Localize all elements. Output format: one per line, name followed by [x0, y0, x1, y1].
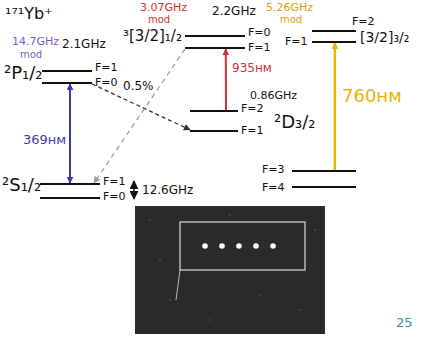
level-label: 25: [396, 316, 413, 330]
level-label: 2.2GHz: [212, 5, 256, 18]
transition-label: 760нм: [341, 86, 403, 106]
level-label: 12.6GHz: [142, 184, 193, 197]
hyperfine-label: F=1: [285, 36, 308, 48]
roi-frame: [180, 222, 305, 270]
energy-level: [3/2]₃/₂F=2F=1: [312, 30, 356, 43]
ion-chain: [202, 243, 276, 249]
transition-arrow: [69, 84, 71, 183]
term-symbol: ³[3/2]₁/₂: [123, 28, 182, 45]
level-label: 14.7GHz: [12, 36, 59, 48]
image-noise: [149, 214, 316, 321]
roi-handle: [176, 270, 180, 300]
term-symbol: ²S₁/₂: [2, 175, 41, 195]
transition-arrow: [94, 49, 185, 183]
hyperfine-label: F=1: [241, 125, 264, 137]
transition-arrow: [225, 49, 227, 110]
transition-label: 935нм: [231, 62, 273, 75]
hyperfine-label: F=4: [262, 182, 285, 194]
hyperfine-label: F=1: [103, 176, 126, 188]
hyperfine-label: F=0: [248, 27, 271, 39]
term-symbol: [3/2]₃/₂: [360, 30, 409, 45]
transition-label: 0.5%: [122, 80, 155, 93]
level-label: 0.86GHz: [250, 90, 297, 102]
transition-arrow: [334, 43, 337, 170]
energy-level: ²D₃/₂F=2F=1: [190, 110, 238, 132]
transition-label: 369нм: [22, 133, 67, 147]
energy-level: ³[3/2]₁/₂F=0F=1: [185, 35, 245, 49]
level-label: 2.1GHz: [62, 38, 106, 51]
hyperfine-label: F=1: [248, 42, 271, 54]
level-label: mod: [148, 14, 170, 25]
hyperfine-label: F=3: [262, 164, 285, 176]
camera-image: [135, 206, 325, 334]
hyperfine-label: F=2: [241, 103, 264, 115]
level-label: ¹⁷¹Yb⁺: [5, 5, 53, 23]
level-label: mod: [20, 49, 42, 60]
hyperfine-label: F=0: [103, 191, 126, 203]
hyperfine-label: F=1: [95, 62, 118, 74]
level-label: mod: [280, 14, 302, 25]
hyperfine-label: F=2: [352, 16, 375, 28]
energy-level: ²P₁/₂F=1F=0: [42, 70, 92, 84]
hyperfine-label: F=0: [95, 77, 118, 89]
energy-level: F=3F=4: [292, 170, 356, 188]
term-symbol: ²D₃/₂: [274, 112, 316, 132]
energy-level: ²S₁/₂F=1F=0: [40, 183, 100, 199]
level-label: 5.26GHz: [266, 2, 313, 14]
term-symbol: ²P₁/₂: [4, 63, 43, 83]
splitting-arrow: [133, 181, 135, 199]
level-label: 3.07GHz: [140, 2, 187, 14]
